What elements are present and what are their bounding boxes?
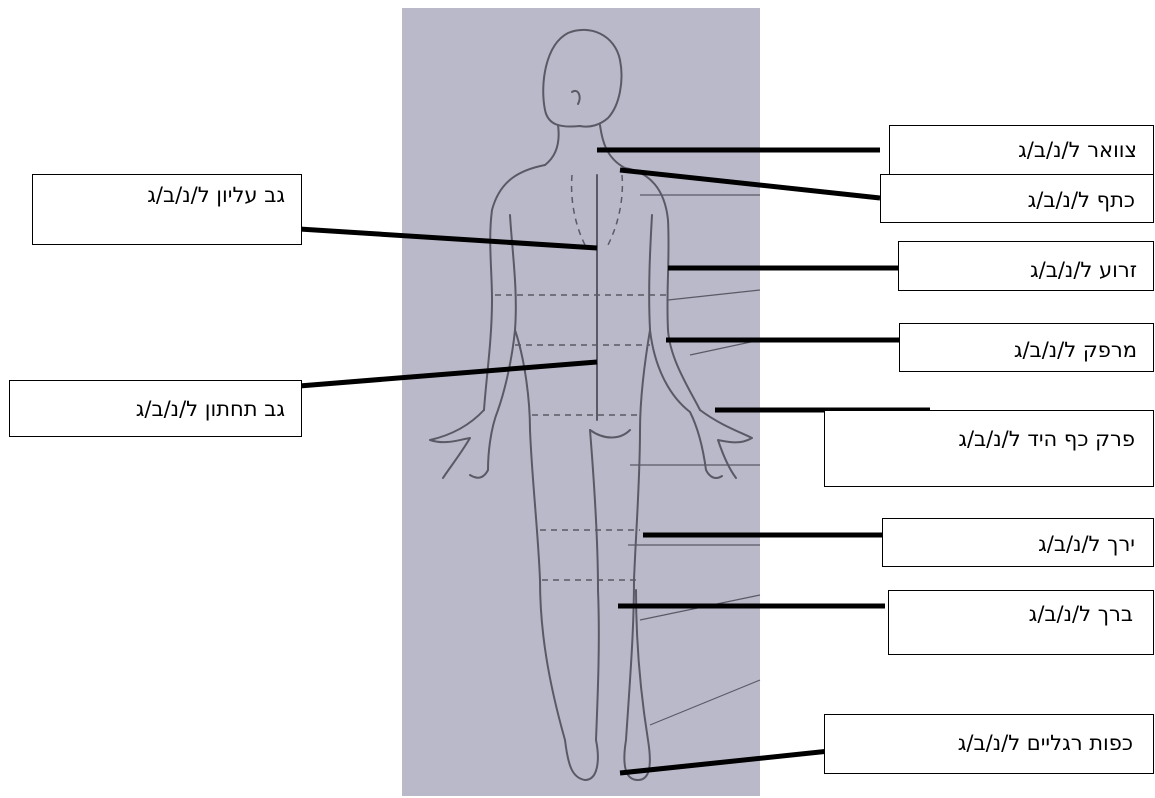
label-box-neck: צוואר ל/נ/ב/ג [889, 125, 1154, 175]
label-box-feet: כפות רגליים ל/נ/ב/ג [824, 714, 1154, 774]
label-box-thigh: ירך ל/נ/ב/ג [882, 518, 1154, 567]
label-box-wrist: פרק כף היד ל/נ/ב/ג [824, 410, 1154, 487]
label-elbow: מרפק ל/נ/ב/ג [1014, 338, 1137, 362]
label-box-knee: ברך ל/נ/ב/ג [888, 590, 1154, 655]
label-knee: ברך ל/נ/ב/ג [1029, 602, 1133, 626]
leader-line-shoulder [620, 170, 880, 198]
label-box-elbow: מרפק ל/נ/ב/ג [899, 323, 1154, 372]
label-box-lower-back: גב תחתון ל/נ/ב/ג [9, 380, 302, 437]
label-neck: צוואר ל/נ/ב/ג [1018, 138, 1137, 162]
label-box-shoulder: כתף ל/נ/ב/ג [880, 174, 1154, 223]
leader-line-feet [620, 748, 858, 773]
label-lower-back: גב תחתון ל/נ/ב/ג [136, 397, 285, 421]
label-box-arm: זרוע ל/נ/ב/ג [898, 241, 1154, 291]
label-arm: זרוע ל/נ/ב/ג [1030, 258, 1137, 282]
label-wrist: פרק כף היד ל/נ/ב/ג [958, 427, 1135, 451]
label-shoulder: כתף ל/נ/ב/ג [1028, 188, 1135, 212]
label-thigh: ירך ל/נ/ב/ג [1038, 532, 1135, 556]
label-upper-back: גב עליון ל/נ/ב/ג [147, 183, 285, 207]
label-feet: כפות רגליים ל/נ/ב/ג [958, 731, 1133, 755]
label-box-upper-back: גב עליון ל/נ/ב/ג [32, 174, 302, 245]
